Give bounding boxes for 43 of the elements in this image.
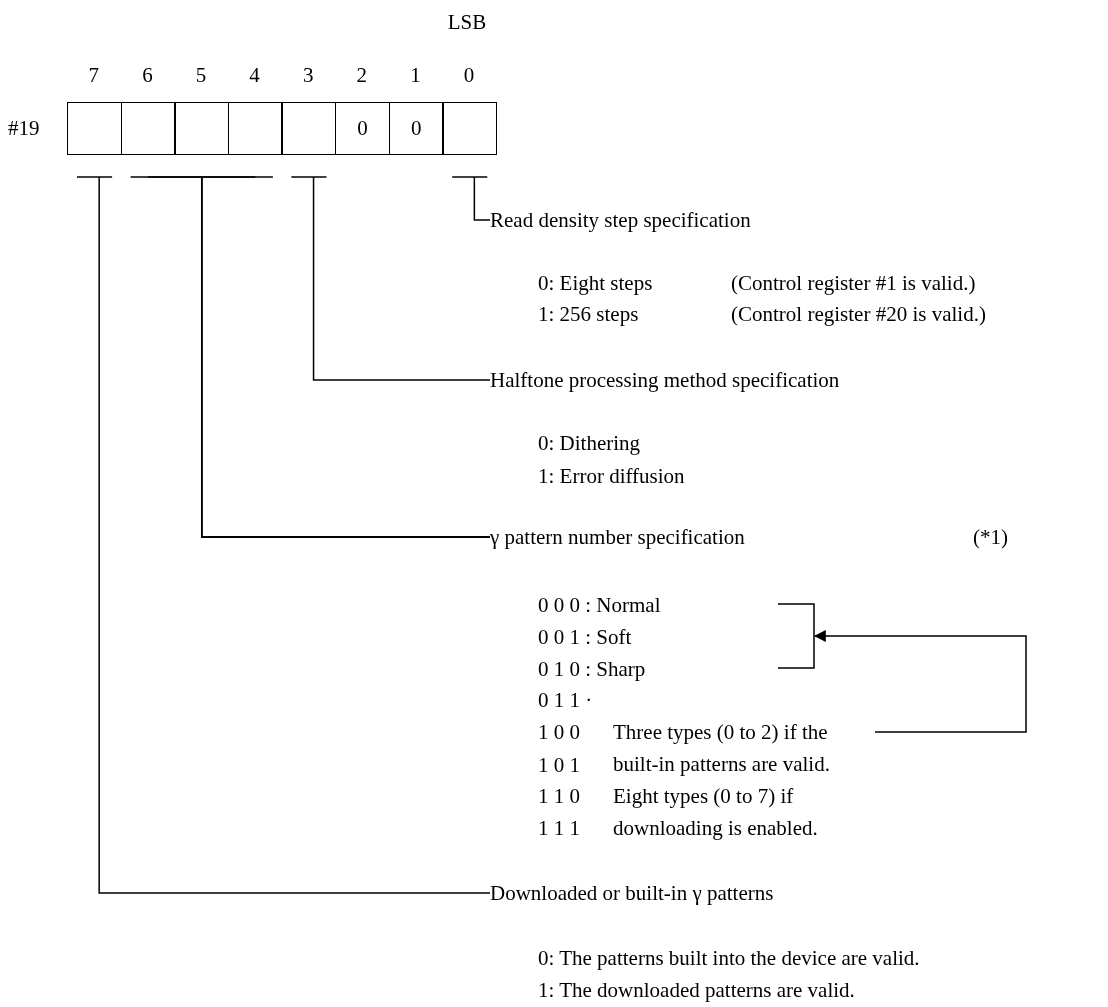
bit-cell — [174, 102, 230, 155]
footnote-mark: (*1) — [973, 524, 1008, 551]
bit-number: 5 — [194, 62, 208, 89]
description-text: γ pattern number specification — [490, 521, 745, 553]
description-text: Read density step specification — [490, 204, 751, 236]
option-text: 1: 256 steps — [538, 301, 639, 328]
grouping-bracket — [778, 603, 815, 669]
option-text: 0: The patterns built into the device are valid. — [538, 945, 920, 972]
bit-cell: 0 — [335, 102, 391, 155]
bit-number: 2 — [355, 62, 369, 89]
bit-number: 1 — [409, 62, 422, 89]
register-name: #19 — [8, 115, 40, 142]
bit-order-label: LSB — [446, 9, 488, 36]
option-text: 0 0 1 : Soft — [538, 624, 632, 651]
bit-number: 4 — [248, 62, 261, 89]
description-text: Three types (0 to 2) if the built-in patterns are valid. — [613, 716, 875, 780]
option-text: 1: Error diffusion — [538, 463, 685, 490]
option-text: 0: Dithering — [538, 430, 641, 457]
note-text: Eight types (0 to 7) if downloading is enabled. — [613, 783, 819, 842]
bit-pattern: 0 1 1 · — [538, 687, 593, 714]
bit-cell — [120, 102, 176, 155]
bit-number: 6 — [141, 62, 154, 89]
bit-cell — [227, 102, 283, 155]
description-text: Downloaded or built-in γ patterns — [490, 877, 774, 909]
bit-pattern: 1 0 1 — [538, 752, 580, 779]
option-text: 1: The downloaded patterns are valid. — [538, 977, 855, 1004]
bit-cell — [281, 102, 337, 155]
bit-pattern: 1 1 0 — [538, 783, 580, 810]
bit-pattern: 1 0 0 — [538, 719, 580, 746]
option-text: 0 0 0 : Normal — [538, 592, 661, 619]
bit-pattern: 1 1 1 — [538, 815, 580, 842]
arrow — [813, 630, 1027, 733]
bit-number: 0 — [462, 62, 476, 89]
bit-cell — [442, 102, 498, 155]
bit-number: 7 — [87, 62, 101, 89]
description-text: Halftone processing method specification — [490, 364, 840, 396]
bit-number: 3 — [301, 62, 315, 89]
bit-cell — [67, 102, 123, 155]
note-text: (Control register #20 is valid.) — [731, 301, 986, 328]
option-text: 0: Eight steps — [538, 270, 653, 297]
bit-cell: 0 — [388, 102, 444, 155]
note-text: (Control register #1 is valid.) — [731, 270, 976, 297]
option-text: 0 1 0 : Sharp — [538, 656, 646, 683]
